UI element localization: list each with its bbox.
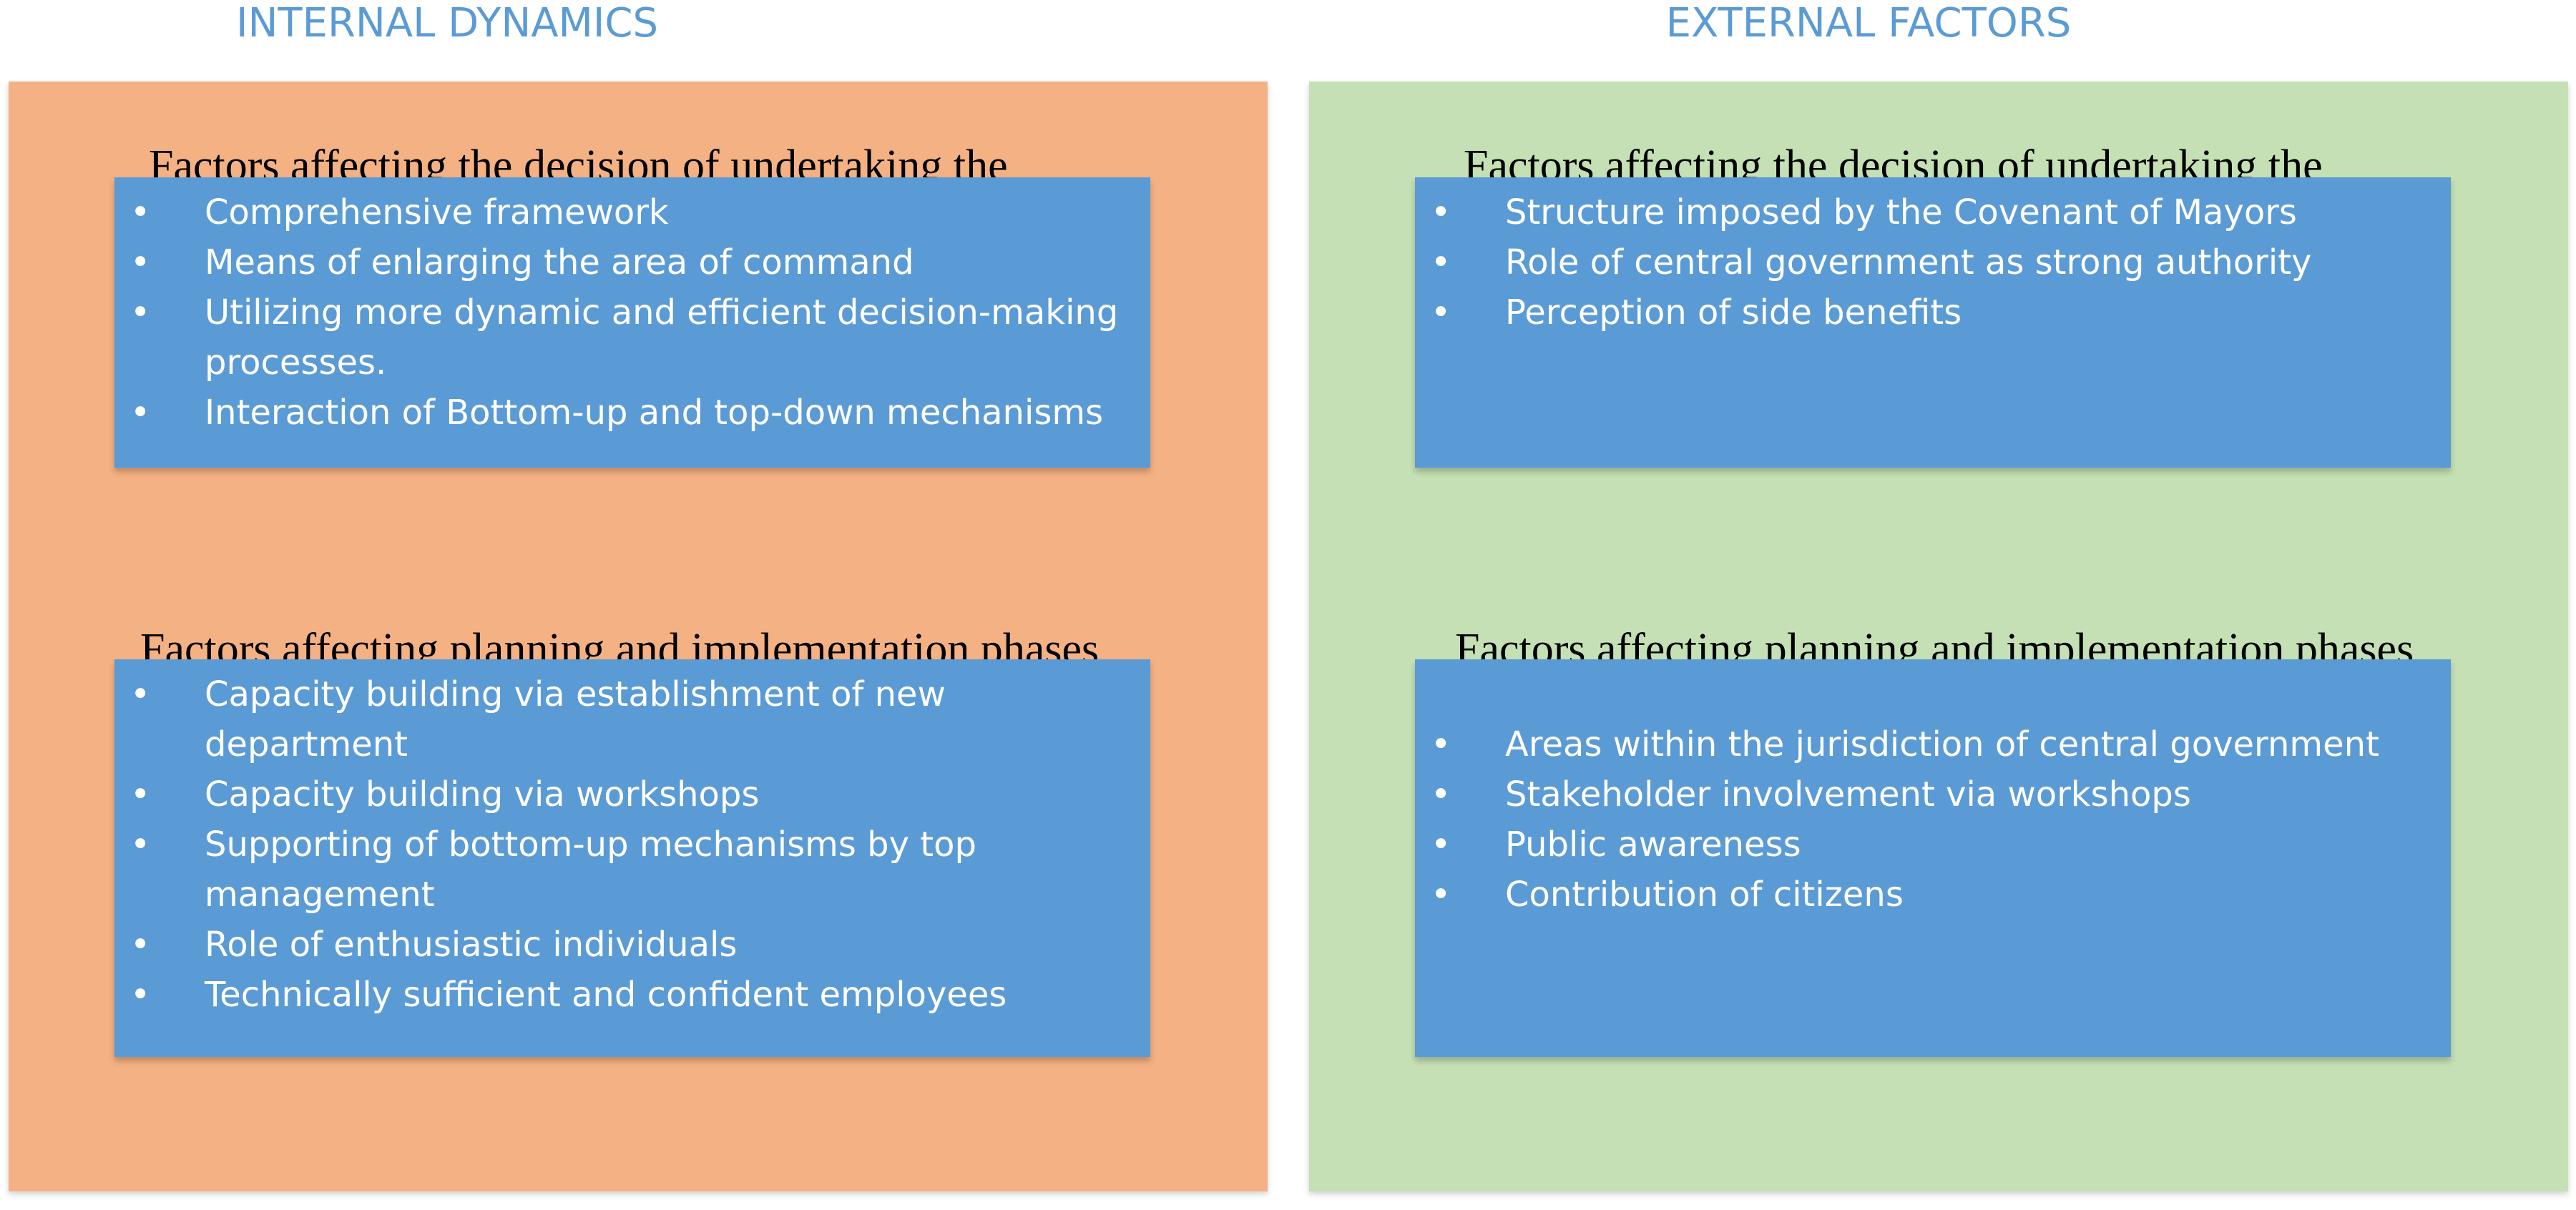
list-item: Perception of side benefits	[1415, 287, 2451, 338]
list-item: Comprehensive framework	[114, 187, 1150, 237]
list-item: Structure imposed by the Covenant of May…	[1415, 187, 2451, 237]
external-factors-title: EXTERNAL FACTORS	[1665, 0, 2072, 46]
list-item: Areas within the jurisdiction of central…	[1415, 719, 2451, 769]
list-item: Utilizing more dynamic and efficient dec…	[114, 287, 1150, 388]
list-item: Contribution of citizens	[1415, 870, 2451, 920]
list-item: Supporting of bottom-up mechanisms by to…	[114, 820, 1150, 920]
list-item: Role of enthusiastic individuals	[114, 920, 1150, 970]
list-item: Role of central government as strong aut…	[1415, 237, 2451, 287]
list-item: Technically sufficient and confident emp…	[114, 970, 1150, 1020]
list-item: Capacity building via establishment of n…	[114, 669, 1150, 769]
list-item: Interaction of Bottom-up and top-down me…	[114, 388, 1150, 438]
external-planning-list: Areas within the jurisdiction of central…	[1415, 659, 2451, 1057]
internal-planning-list: Capacity building via establishment of n…	[114, 659, 1150, 1057]
internal-decision-list: Comprehensive framework Means of enlargi…	[114, 177, 1150, 468]
list-item: Public awareness	[1415, 820, 2451, 870]
external-decision-list: Structure imposed by the Covenant of May…	[1415, 177, 2451, 468]
list-item: Means of enlarging the area of command	[114, 237, 1150, 287]
list-item: Stakeholder involvement via workshops	[1415, 769, 2451, 820]
list-item: Capacity building via workshops	[114, 769, 1150, 820]
internal-dynamics-title: INTERNAL DYNAMICS	[235, 0, 659, 46]
